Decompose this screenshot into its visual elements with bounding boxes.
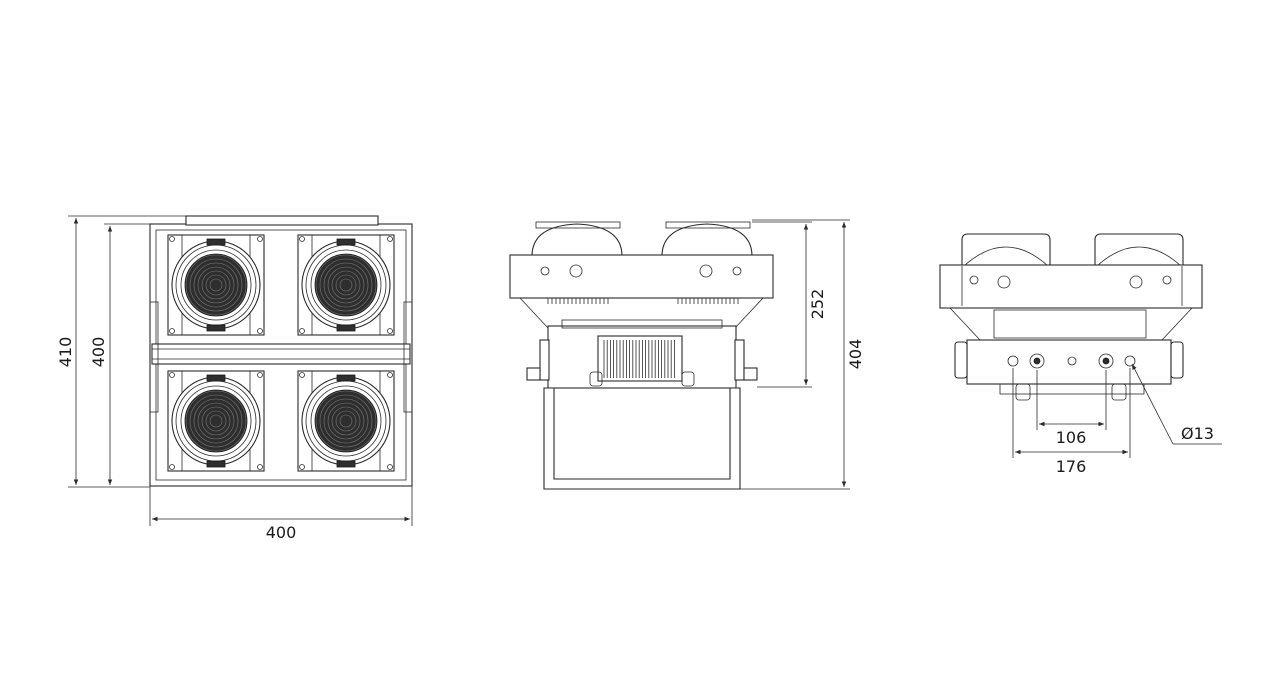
mount-hole-left	[1007, 355, 1019, 367]
lens-module-1	[167, 234, 265, 336]
dim-hole-diameter: Ø13	[1181, 424, 1214, 443]
dim-spacing-176: 176	[1056, 457, 1087, 476]
dim-width-400: 400	[266, 523, 297, 542]
lens-module-4	[297, 370, 395, 472]
dim-spacing-106: 106	[1056, 428, 1087, 447]
side-head-left	[531, 223, 623, 257]
bottom-view: 106 176 Ø13	[939, 233, 1222, 476]
front-lens-group	[167, 234, 395, 472]
mount-hole-right	[1124, 355, 1136, 367]
dim-height-404: 404	[846, 339, 865, 370]
dim-height-400: 400	[89, 337, 108, 368]
dim-height-410: 410	[56, 337, 75, 368]
center-beam	[151, 343, 411, 365]
rear-head-left	[961, 233, 1051, 267]
side-head-right	[661, 223, 753, 257]
rear-base-bar	[966, 339, 1172, 385]
side-view: 252 404	[509, 219, 865, 490]
rear-yoke-plate	[939, 264, 1203, 309]
lens-module-3	[167, 370, 265, 472]
side-yoke-plate	[509, 254, 774, 299]
side-u-bracket	[543, 387, 741, 490]
rear-head-right	[1094, 233, 1184, 267]
top-handle	[185, 215, 379, 226]
dim-height-252: 252	[808, 289, 827, 320]
front-view: 410 400 400	[56, 215, 413, 542]
lens-module-2	[297, 234, 395, 336]
